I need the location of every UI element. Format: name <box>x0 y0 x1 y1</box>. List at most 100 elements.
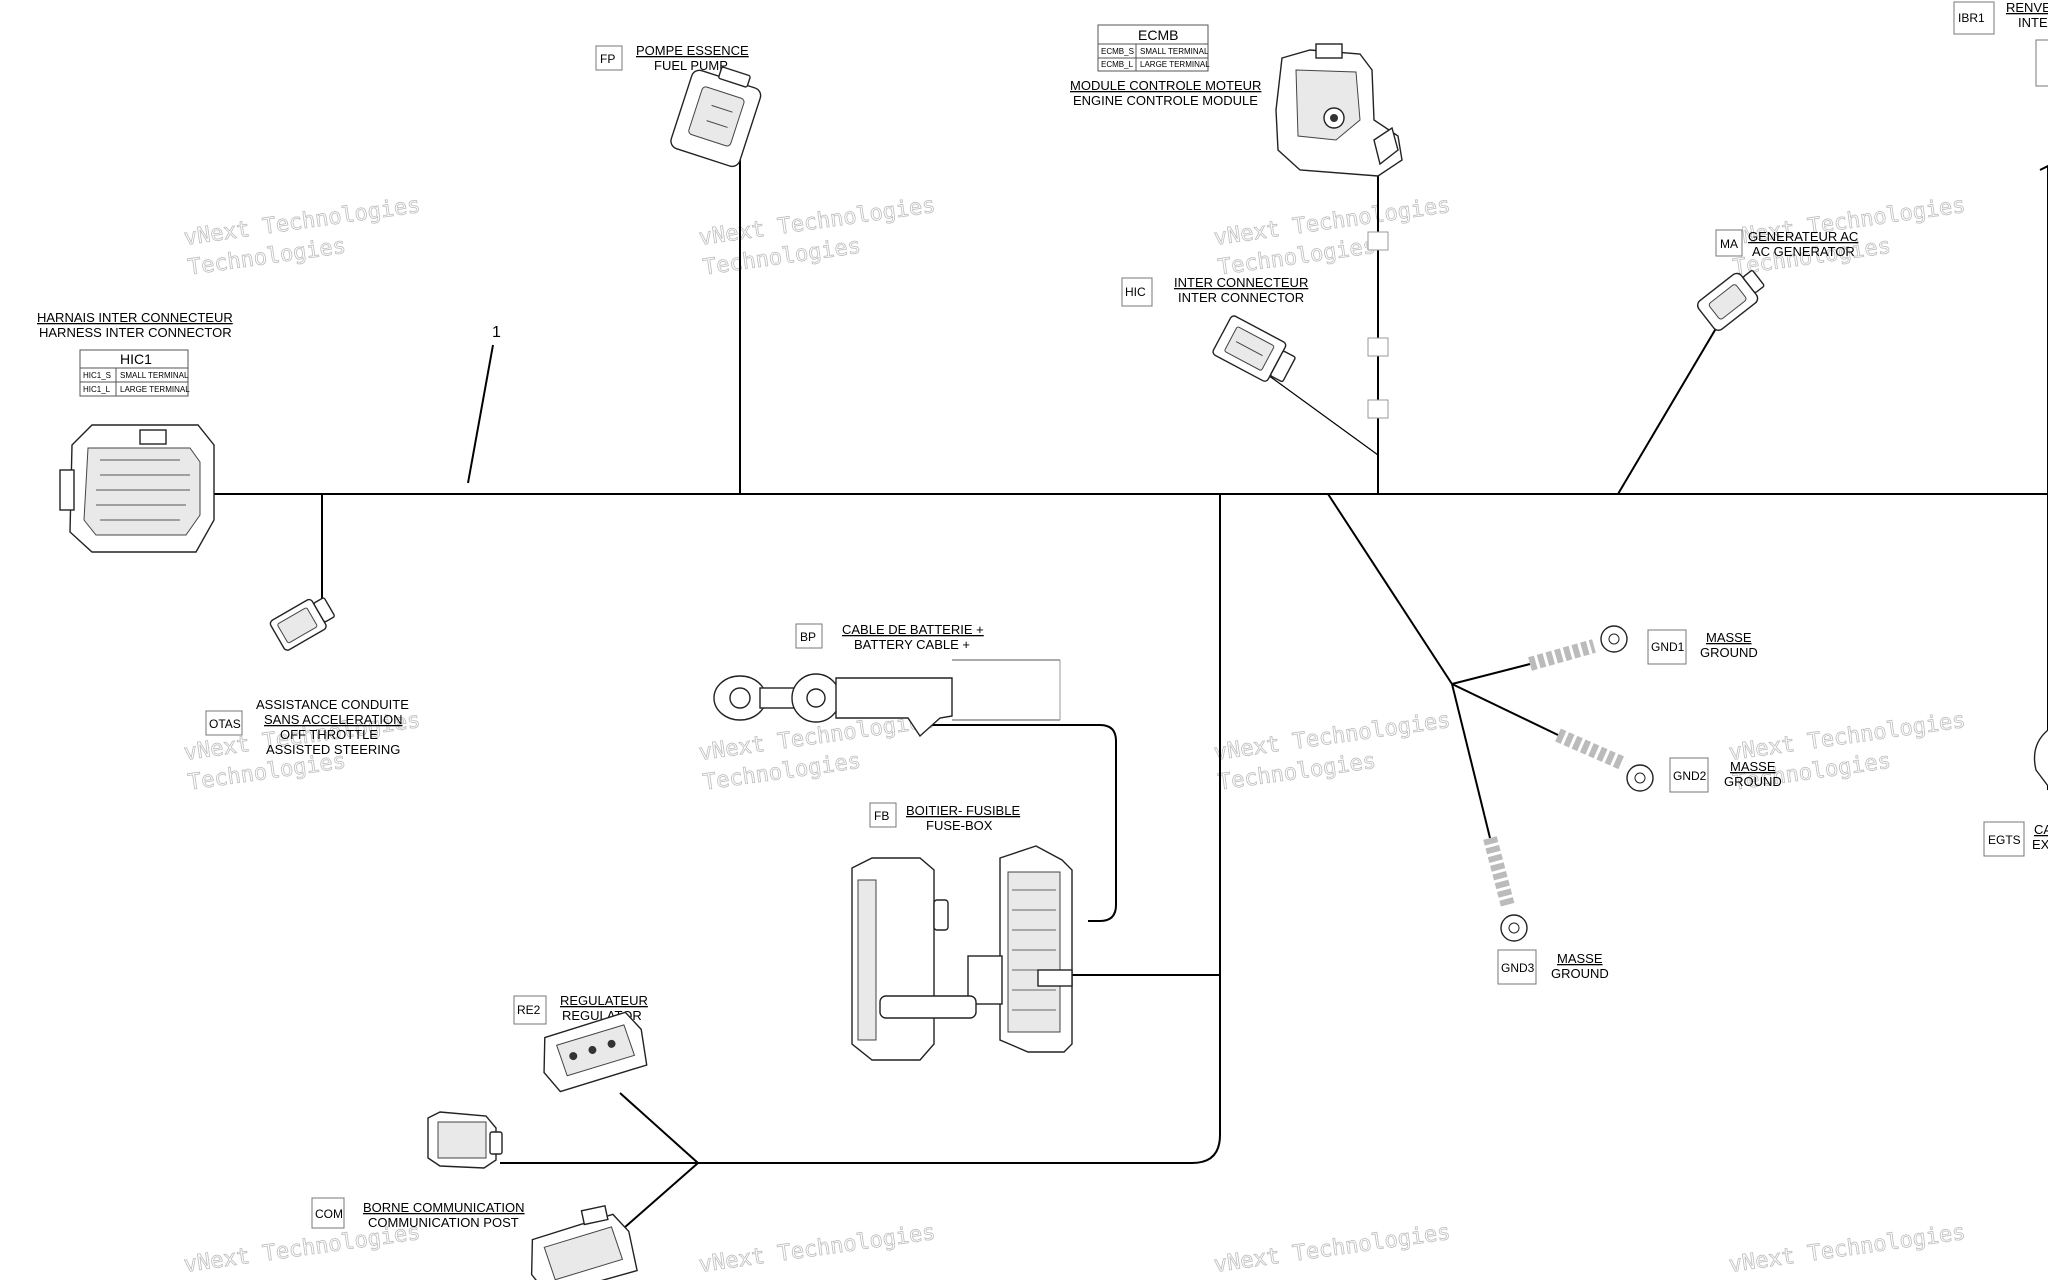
hic1-row-desc: LARGE TERMINAL <box>120 385 190 394</box>
re2-code-label: RE2 <box>517 1003 541 1017</box>
ground1-terminal-icon <box>1528 625 1628 671</box>
egts-label-fr: CA <box>2034 822 2048 837</box>
watermark: vNext Technologies <box>1212 1220 1452 1279</box>
ecmb-label-en: ENGINE CONTROLE MODULE <box>1073 93 1258 108</box>
regulator-branch-wire <box>619 1092 699 1164</box>
ecm-connector-icon <box>1275 43 1403 177</box>
engine-control-module-component[interactable]: ECMB ECMB_S SMALL TERMINAL ECMB_L LARGE … <box>1070 24 1403 419</box>
reference-number: 1 <box>492 324 501 341</box>
fuel-pump-component[interactable]: FP POMPE ESSENCE FUEL PUMP <box>595 43 766 168</box>
battery-cable-terminal-icon <box>713 659 1061 738</box>
watermark-line1: vNext Technologies <box>1727 1220 1967 1278</box>
gnd3-label-en: GROUND <box>1551 966 1609 981</box>
communication-post-component[interactable]: COM BORNE COMMUNICATION COMMUNICATION PO… <box>311 1111 525 1230</box>
otas-label-en1: OFF THROTTLE <box>280 727 378 742</box>
fuse-box-icon <box>851 845 1073 1061</box>
gnd3-label-fr: MASSE <box>1557 951 1603 966</box>
watermark: vNext Technologies Technologies <box>1212 708 1452 796</box>
fuel-pump-label-fr: POMPE ESSENCE <box>636 43 749 58</box>
bp-code-label: BP <box>800 630 816 644</box>
ecmb-row-desc: SMALL TERMINAL <box>1140 47 1209 56</box>
lower-connector-branch-wire <box>615 1162 699 1236</box>
watermark: vNext Technologies <box>1727 1220 1967 1279</box>
ibr1-label-en: INTEL <box>2018 15 2048 30</box>
ground3-terminal-icon <box>1483 836 1528 942</box>
ground3-component[interactable]: GND3 MASSE GROUND <box>1483 836 1609 985</box>
hic1-connector-icon <box>59 424 215 553</box>
ground3-wire <box>1451 683 1491 839</box>
ecmb-row-code: ECMB_L <box>1101 60 1134 69</box>
hic1-label-fr: HARNAIS INTER CONNECTEUR <box>37 310 233 325</box>
ac-generator-component[interactable]: MA GENERATEUR AC AC GENERATOR <box>1695 229 1858 333</box>
lower-connector-icon <box>530 1204 638 1280</box>
ground2-wire <box>1451 683 1559 736</box>
inter-connector-component[interactable]: HIC INTER CONNECTEUR INTER CONNECTOR <box>1121 275 1308 389</box>
gnd2-label-en: GROUND <box>1724 774 1782 789</box>
gnd1-code-label: GND1 <box>1651 640 1685 654</box>
otas-label-en2: ASSISTED STEERING <box>266 742 400 757</box>
watermark: vNext Technologies Technologies <box>182 193 422 281</box>
ibr1-code-label: IBR1 <box>1958 11 1985 25</box>
egts-component[interactable]: EGTS CA EX <box>1983 729 2048 857</box>
ground1-wire <box>1451 663 1531 685</box>
battery-cable-component[interactable]: BP CABLE DE BATTERIE + BATTERY CABLE + <box>713 622 1061 738</box>
com-label-fr: BORNE COMMUNICATION <box>363 1200 525 1215</box>
fb-code-label: FB <box>874 809 889 823</box>
gnd1-label-fr: MASSE <box>1706 630 1752 645</box>
watermark: vNext Technologies <box>697 1220 937 1279</box>
otas-label-fr1: ASSISTANCE CONDUITE <box>256 697 409 712</box>
gnd2-label-fr: MASSE <box>1730 759 1776 774</box>
hic1-row-code: HIC1_L <box>83 385 111 394</box>
inter-connector-branch-wire <box>1267 374 1379 456</box>
hic1-row-desc: SMALL TERMINAL <box>120 371 189 380</box>
off-throttle-assisted-steering-component[interactable]: OTAS ASSISTANCE CONDUITE SANS ACCELERATI… <box>205 592 409 757</box>
hic-code-label: HIC <box>1125 285 1146 299</box>
inter-connector-icon <box>1212 315 1296 383</box>
ground2-terminal-icon <box>1555 728 1654 792</box>
ma-code-label: MA <box>1720 237 1738 251</box>
watermark: vNext Technologies Technologies <box>1212 193 1452 281</box>
ma-label-en: AC GENERATOR <box>1752 244 1855 259</box>
bp-label-fr: CABLE DE BATTERIE + <box>842 622 984 637</box>
fuel-pump-connector-icon <box>670 66 762 168</box>
gnd3-code-label: GND3 <box>1501 961 1535 975</box>
fb-label-fr: BOITIER- FUSIBLE <box>906 803 1020 818</box>
ecmb-row-desc: LARGE TERMINAL <box>1140 60 1210 69</box>
regulator-component[interactable]: RE2 REGULATEUR REGULATOR <box>513 993 650 1094</box>
ecmb-label-fr: MODULE CONTROLE MOTEUR <box>1070 78 1261 93</box>
egts-code-label: EGTS <box>1988 833 2021 847</box>
hic-label-en: INTER CONNECTOR <box>1178 290 1304 305</box>
ma-label-fr: GENERATEUR AC <box>1748 229 1858 244</box>
otas-code-label: OTAS <box>209 717 241 731</box>
wire-layer <box>190 148 2048 1236</box>
fuel-pump-code-label: FP <box>600 52 615 66</box>
watermark: vNext Technologies Technologies <box>697 193 937 281</box>
ecmb-row-code: ECMB_S <box>1101 47 1134 56</box>
ibr1-label-fr: RENVE <box>2006 0 2048 15</box>
battery-to-fuse-wire <box>930 724 1117 922</box>
watermark-line1: vNext Technologies <box>1212 1220 1452 1278</box>
ibr1-component[interactable]: IBR1 RENVE INTEL <box>1953 0 2048 790</box>
hic-label-fr: INTER CONNECTEUR <box>1174 275 1308 290</box>
harness-inter-connector-component[interactable]: HARNAIS INTER CONNECTEUR HARNESS INTER C… <box>37 310 233 553</box>
fuse-box-component[interactable]: FB BOITIER- FUSIBLE FUSE-BOX <box>851 802 1073 1061</box>
ground-trunk-wire <box>1327 493 1453 685</box>
watermark-line1: vNext Technologies <box>697 1220 937 1278</box>
otas-label-fr2: SANS ACCELERATION <box>264 712 402 727</box>
ecmb-table-title: ECMB <box>1138 27 1178 43</box>
bp-label-en: BATTERY CABLE + <box>854 637 970 652</box>
communication-connector-icon <box>427 1111 503 1169</box>
re2-label-fr: REGULATEUR <box>560 993 648 1008</box>
hic1-label-en: HARNESS INTER CONNECTOR <box>39 325 232 340</box>
hic1-table-title: HIC1 <box>120 351 152 367</box>
otas-connector-icon <box>269 597 335 651</box>
gnd2-code-label: GND2 <box>1673 769 1707 783</box>
ground1-component[interactable]: GND1 MASSE GROUND <box>1528 625 1758 671</box>
egts-label-en: EX <box>2032 837 2048 852</box>
ac-generator-branch-wire <box>1617 324 1719 495</box>
ground2-component[interactable]: GND2 MASSE GROUND <box>1555 728 1782 793</box>
hic1-row-code: HIC1_S <box>83 371 111 380</box>
ac-generator-connector-icon <box>1696 270 1765 331</box>
gnd1-label-en: GROUND <box>1700 645 1758 660</box>
